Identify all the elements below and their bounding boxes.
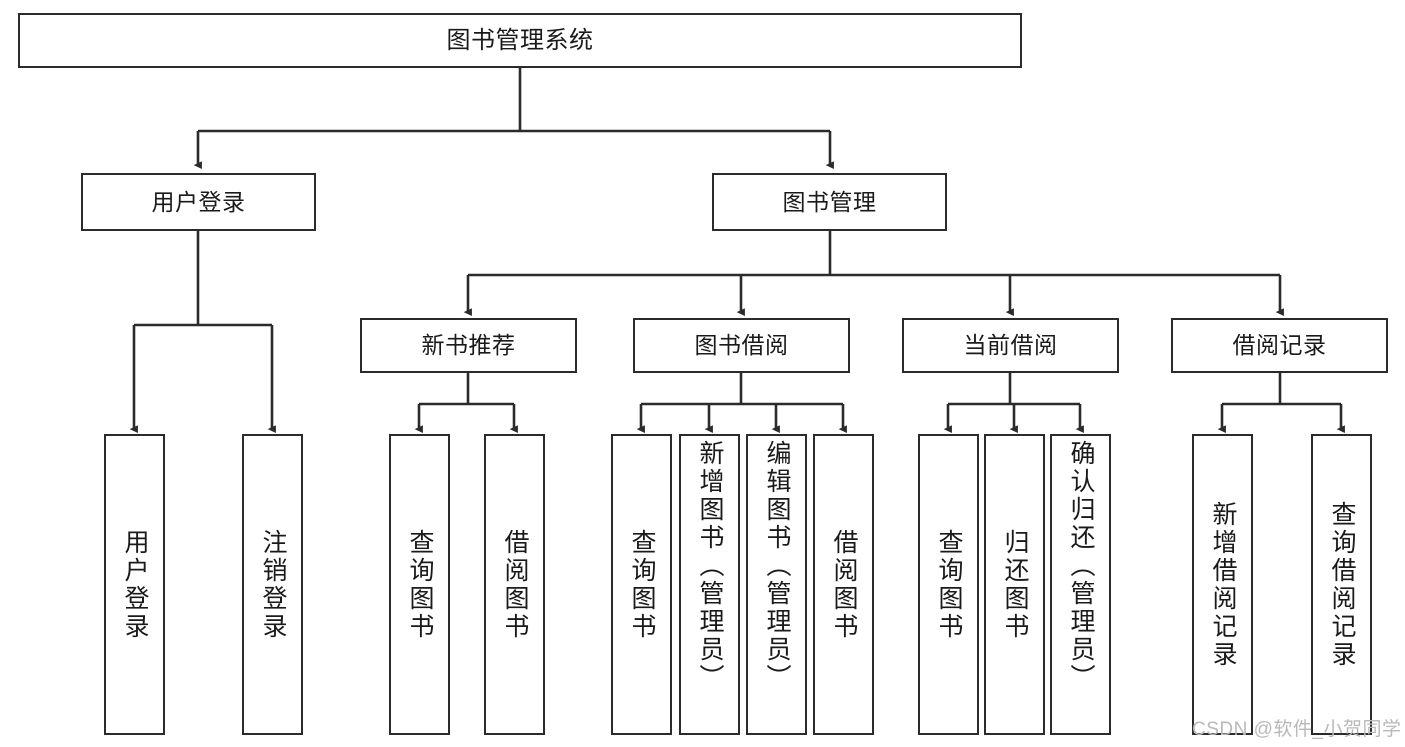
leaf-query-book-borrow[interactable]: 查询图书 [611,434,672,735]
leaf-edit-book-admin[interactable]: 编辑图书（管理员） [746,434,807,735]
leaf-logout[interactable]: 注销登录 [242,434,303,735]
csdn-watermark: CSDN @软件_小贺同学 [1192,719,1402,740]
leaf-return-book[interactable]: 归还图书 [984,434,1045,735]
leaf-add-book-admin[interactable]: 新增图书（管理员） [679,434,740,735]
leaf-borrow-book[interactable]: 借阅图书 [813,434,874,735]
node-label: 归还图书 [1001,528,1029,641]
node-label: 确认归还（管理员） [1067,440,1095,692]
leaf-query-borrow-record[interactable]: 查询借阅记录 [1311,434,1372,735]
node-label: 借阅记录 [1232,332,1327,359]
node-label: 当前借阅 [963,332,1058,359]
leaf-borrow-book-new-recommend[interactable]: 借阅图书 [484,434,545,735]
leaf-confirm-return-admin[interactable]: 确认归还（管理员） [1050,434,1111,735]
leaf-query-book-current[interactable]: 查询图书 [918,434,979,735]
leaf-user-login[interactable]: 用户登录 [104,434,165,735]
node-book-management[interactable]: 图书管理 [712,173,947,231]
node-label: 编辑图书（管理员） [763,440,791,692]
node-current-borrow[interactable]: 当前借阅 [902,318,1119,373]
node-user-login[interactable]: 用户登录 [81,173,316,231]
node-label: 新增借阅记录 [1209,500,1237,669]
node-label: 查询借阅记录 [1328,500,1356,669]
node-label: 查询图书 [406,528,434,641]
node-label: 查询图书 [935,528,963,641]
node-label: 借阅图书 [830,528,858,641]
node-label: 用户登录 [151,188,246,215]
node-label: 图书借阅 [694,332,789,359]
node-borrow-record[interactable]: 借阅记录 [1171,318,1388,373]
node-label: 新书推荐 [421,332,516,359]
node-new-book-recommendation[interactable]: 新书推荐 [360,318,577,373]
node-label: 图书管理系统 [446,26,594,54]
node-label: 查询图书 [628,528,656,641]
leaf-add-borrow-record[interactable]: 新增借阅记录 [1192,434,1253,735]
node-label: 新增图书（管理员） [696,440,724,692]
node-label: 图书管理 [782,188,877,215]
leaf-query-book-new-recommend[interactable]: 查询图书 [389,434,450,735]
node-book-borrow[interactable]: 图书借阅 [633,318,850,373]
node-label: 注销登录 [259,528,287,641]
node-label: 借阅图书 [501,528,529,641]
node-label: 用户登录 [121,528,149,641]
node-root-library-management-system[interactable]: 图书管理系统 [18,13,1022,68]
